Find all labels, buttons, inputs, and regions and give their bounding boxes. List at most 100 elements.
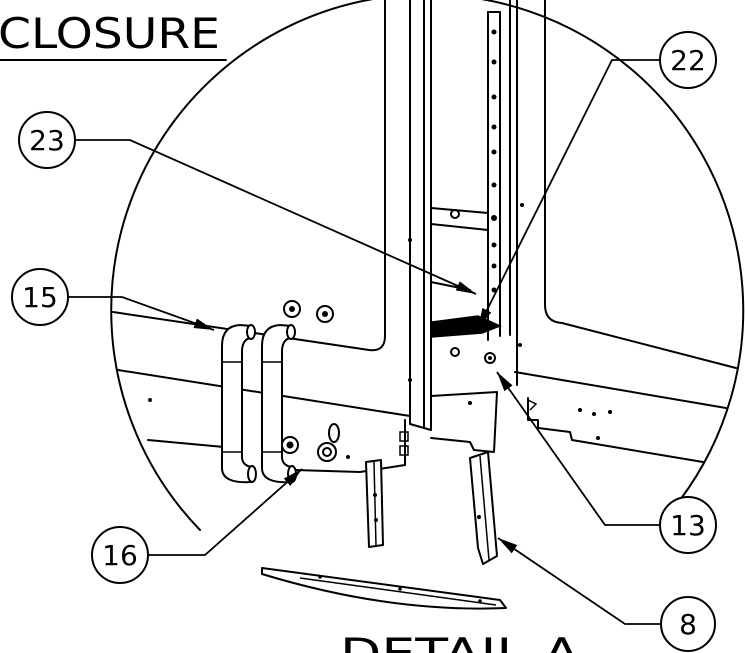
rivet-dot: [596, 436, 600, 440]
view-label: DETAIL A: [340, 629, 580, 653]
center-lower-plate: [430, 391, 498, 453]
strip-hole: [491, 59, 497, 65]
strip-hole: [491, 149, 497, 155]
hole-inner: [322, 311, 328, 317]
callout-leader: [477, 59, 660, 329]
bracket-bolt: [450, 209, 460, 219]
hole-outer: [281, 436, 299, 454]
rivet-dot: [518, 343, 522, 347]
right-lower-band: [514, 371, 727, 409]
right-lower-panel-edge: [527, 397, 704, 463]
tube-end-cap: [246, 324, 256, 340]
bolt-outer: [317, 442, 337, 462]
right-flange-notch: [527, 399, 538, 411]
bolt: [450, 347, 460, 357]
flange-notch: [399, 445, 409, 456]
callout-label: 22: [670, 44, 706, 77]
callout-23: 23: [18, 111, 477, 295]
angled-plate: [431, 315, 502, 338]
callout-label: 15: [22, 281, 58, 314]
right-leg-inner-line: [479, 455, 490, 561]
callout-label: 8: [679, 608, 697, 641]
right-panel-edge: [544, 0, 737, 369]
right-leg: [469, 451, 498, 565]
rivet-dot: [408, 238, 412, 242]
bolt-inner: [322, 447, 332, 457]
lower-bracket-box: [281, 399, 406, 473]
bracket-line: [430, 223, 489, 231]
strip-hole: [491, 263, 497, 269]
bolt: [317, 442, 337, 462]
strip-hole: [491, 287, 497, 293]
left-lower-panel-edge: [147, 439, 225, 448]
hole-inner: [286, 441, 294, 449]
rivet-dot: [408, 378, 412, 382]
hole: [316, 305, 334, 323]
bottom-fin-inner-line: [299, 577, 497, 606]
tube-body: [261, 324, 293, 484]
hole-outer: [283, 300, 301, 318]
tube-end-cap: [286, 324, 296, 340]
rivet-dot: [374, 518, 378, 522]
hole: [283, 300, 301, 318]
rivet-dot: [592, 412, 596, 416]
rivet-dot: [520, 203, 524, 207]
rivet-dot: [578, 408, 582, 412]
rivet-dot: [318, 575, 322, 579]
callout-bubble: [11, 268, 69, 326]
bottom-fin: [261, 567, 507, 610]
slot-hole: [328, 423, 340, 443]
rivet-dot: [608, 410, 612, 414]
rivet-dot: [478, 599, 482, 603]
callout-bubble: [91, 526, 149, 584]
bracket-line: [430, 207, 489, 214]
callout-leader: [68, 296, 215, 331]
bolt-outer: [484, 352, 496, 364]
callout-8: 8: [497, 537, 716, 652]
callout-label: 23: [29, 124, 65, 157]
strip-hole: [491, 215, 497, 221]
handle-tube-right: [261, 324, 297, 484]
callout-bubble: [660, 596, 716, 652]
strip-holes: [491, 29, 497, 293]
callout-leader: [75, 139, 477, 295]
rivet-dot: [373, 493, 377, 497]
rivet-dot: [468, 401, 472, 405]
callout-bubble: [18, 111, 76, 169]
strip-hole: [491, 29, 497, 35]
hole-outer: [316, 305, 334, 323]
handle-tube-left: [221, 324, 257, 484]
tube-end-cap: [247, 465, 257, 483]
callout-bubble: [659, 31, 717, 89]
detail-circle-boundary: [110, 0, 745, 531]
left-leg-inner-line: [373, 461, 377, 547]
left-panel-edge: [112, 0, 386, 352]
hole-inner: [289, 306, 295, 312]
tube-body: [221, 324, 253, 484]
hole: [281, 436, 299, 454]
callout-leader: [148, 468, 303, 556]
callout-leader: [496, 371, 660, 526]
rivet-dots: [148, 203, 612, 603]
rivet-dot: [398, 587, 402, 591]
callout-22: 22: [477, 31, 717, 329]
callout-bubble: [659, 496, 717, 554]
callout-16: 16: [91, 468, 303, 584]
strip-hole: [491, 182, 497, 188]
plate-bottom-line: [409, 423, 432, 431]
rivet-dot: [477, 515, 481, 519]
strip-hole: [491, 242, 497, 248]
callout-label: 16: [102, 539, 138, 572]
flange-notch: [399, 431, 409, 442]
rivet-dot: [346, 455, 350, 459]
strip-hole: [491, 124, 497, 130]
rivet-dot: [148, 398, 152, 402]
callout-leader: [497, 537, 661, 625]
bolt: [484, 352, 496, 364]
callout-13: 13: [496, 371, 717, 554]
strip-hole: [491, 94, 497, 100]
bolt-inner: [488, 356, 492, 360]
callout-label: 13: [670, 509, 706, 542]
callout-15: 15: [11, 268, 215, 331]
